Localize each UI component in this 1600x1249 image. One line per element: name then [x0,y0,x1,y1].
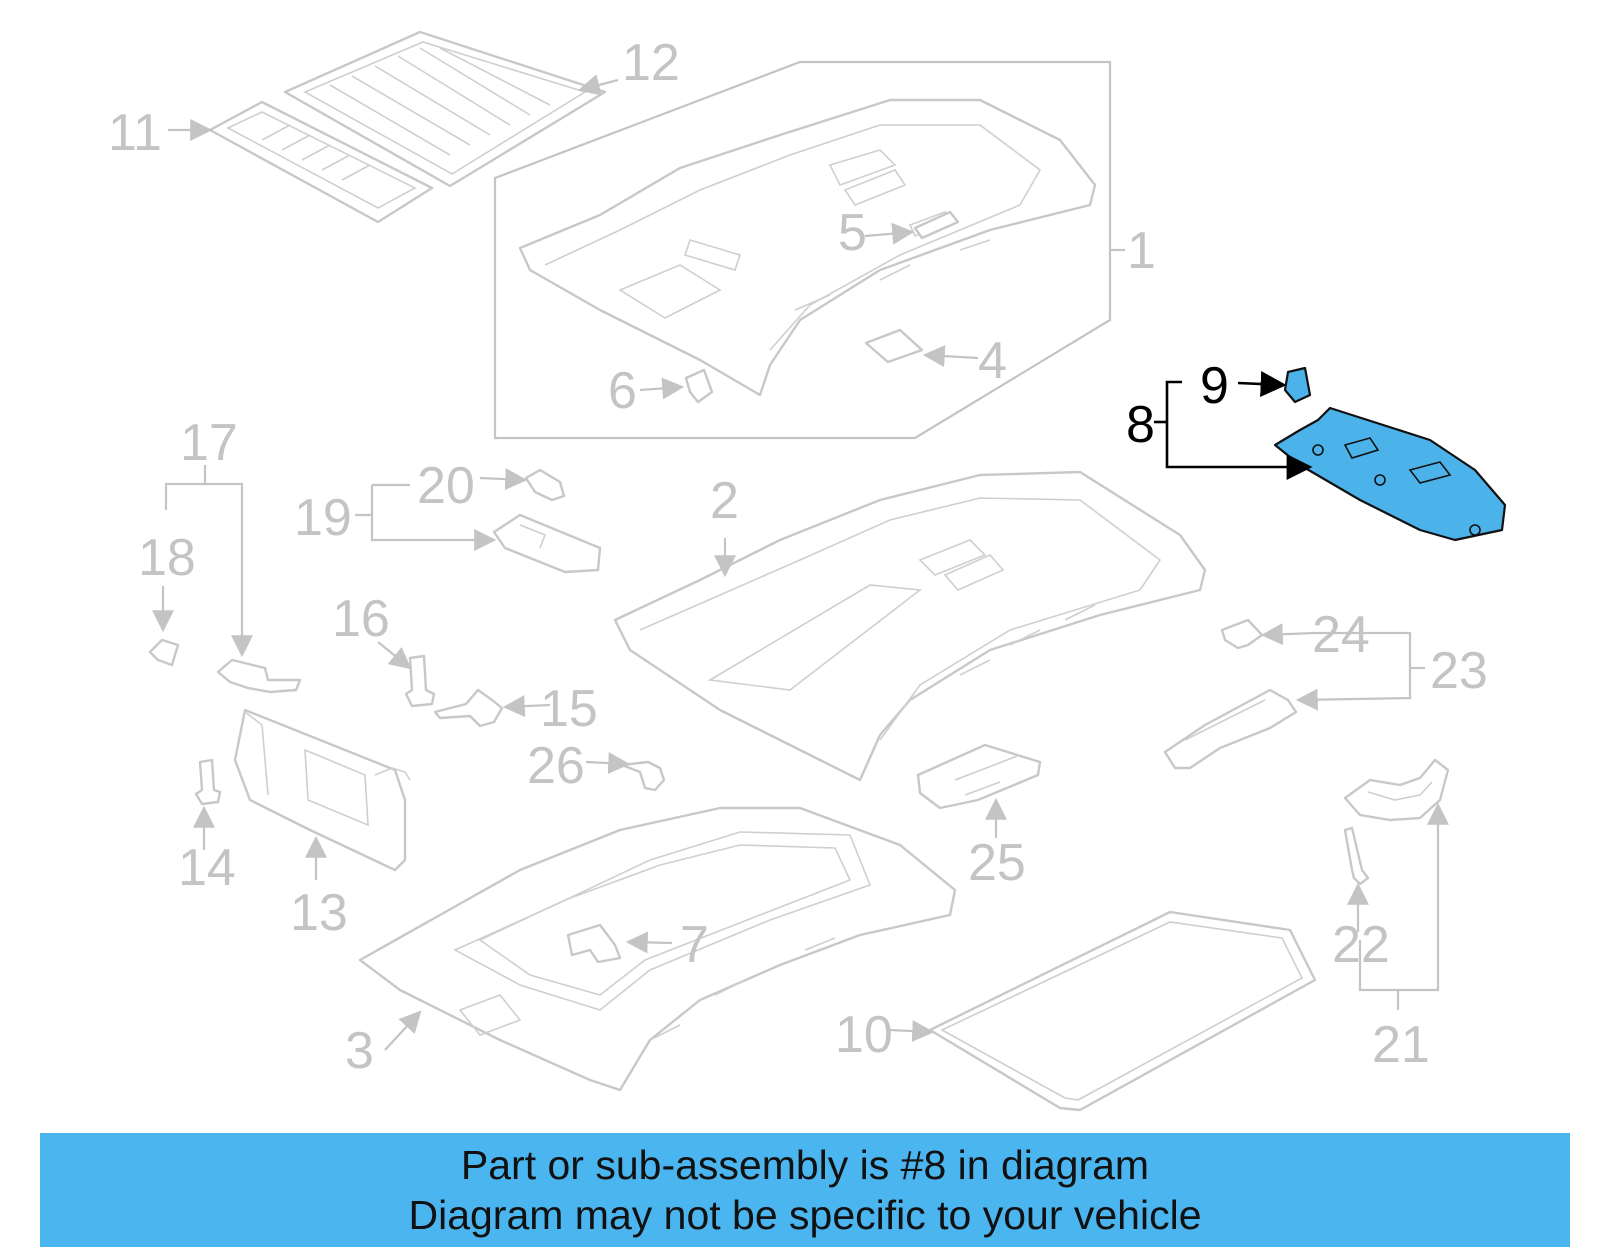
part-14-bolt [194,758,222,806]
part-1-frame [493,60,1112,440]
callout-23: 23 [1430,642,1488,700]
callout-10: 10 [835,1006,893,1064]
callout-8: 8 [1126,396,1155,454]
leader-lines-highlight [1154,370,1313,480]
callout-17: 17 [180,414,238,472]
banner-line-1: Part or sub-assembly is #8 in diagram [460,1142,1150,1188]
callout-6: 6 [608,362,637,420]
callout-24: 24 [1312,606,1370,664]
callout-26: 26 [527,737,585,795]
callout-5: 5 [838,204,867,262]
part-17-bracket [216,658,302,694]
callout-14: 14 [178,839,236,897]
part-9-clip [1283,366,1312,404]
callout-21: 21 [1372,1016,1430,1074]
part-13-sunvisor [233,708,411,872]
callout-11: 11 [108,104,162,162]
part-21-grab-handle [1343,758,1450,822]
callout-13: 13 [290,884,348,942]
part-10-seal [928,910,1317,1112]
leader-lines [152,74,1449,1051]
part-3-headliner [358,806,957,1092]
part-26-pin [620,760,666,792]
part-18-clip [148,638,180,667]
part-7-bracket [566,923,622,964]
part-19-lamp [492,513,602,574]
part-8-assembly [1273,406,1507,542]
part-24-clip [1220,618,1264,650]
part-2-headliner [613,470,1207,782]
callout-16: 16 [332,590,390,648]
part-5-clip [913,210,960,240]
part-6-clip [684,368,714,404]
callout-3: 3 [345,1022,374,1080]
callout-18: 18 [138,529,196,587]
callout-9: 9 [1200,357,1229,415]
part-25-console [916,743,1042,810]
part-23-bracket [1163,688,1298,770]
callout-2: 2 [710,472,739,530]
callout-15: 15 [540,680,598,738]
callout-20: 20 [417,457,475,515]
part-11-panel [208,100,434,224]
part-15-clip [433,688,504,728]
banner-line-2: Diagram may not be specific to your vehi… [408,1192,1202,1238]
callout-labels: 1 2 3 4 5 6 7 8 9 10 11 12 13 14 15 16 1… [108,34,1488,1080]
callout-7: 7 [680,916,709,974]
part-4-pad [864,328,924,364]
info-banner: Part or sub-assembly is #8 in diagram Di… [40,1133,1570,1247]
part-22-screw [1343,826,1370,886]
parts-diagram: 1 2 3 4 5 6 7 8 9 10 11 12 13 14 15 16 1… [108,30,1507,1112]
part-1-headliner [518,98,1097,397]
callout-19: 19 [294,489,352,547]
callout-1: 1 [1127,222,1156,280]
callout-25: 25 [968,834,1026,892]
part-20-bulb [524,468,566,502]
callout-4: 4 [978,332,1007,390]
callout-22: 22 [1332,916,1390,974]
part-12-panel [283,30,607,188]
callout-12: 12 [622,34,680,92]
part-16-bolt [404,654,436,708]
